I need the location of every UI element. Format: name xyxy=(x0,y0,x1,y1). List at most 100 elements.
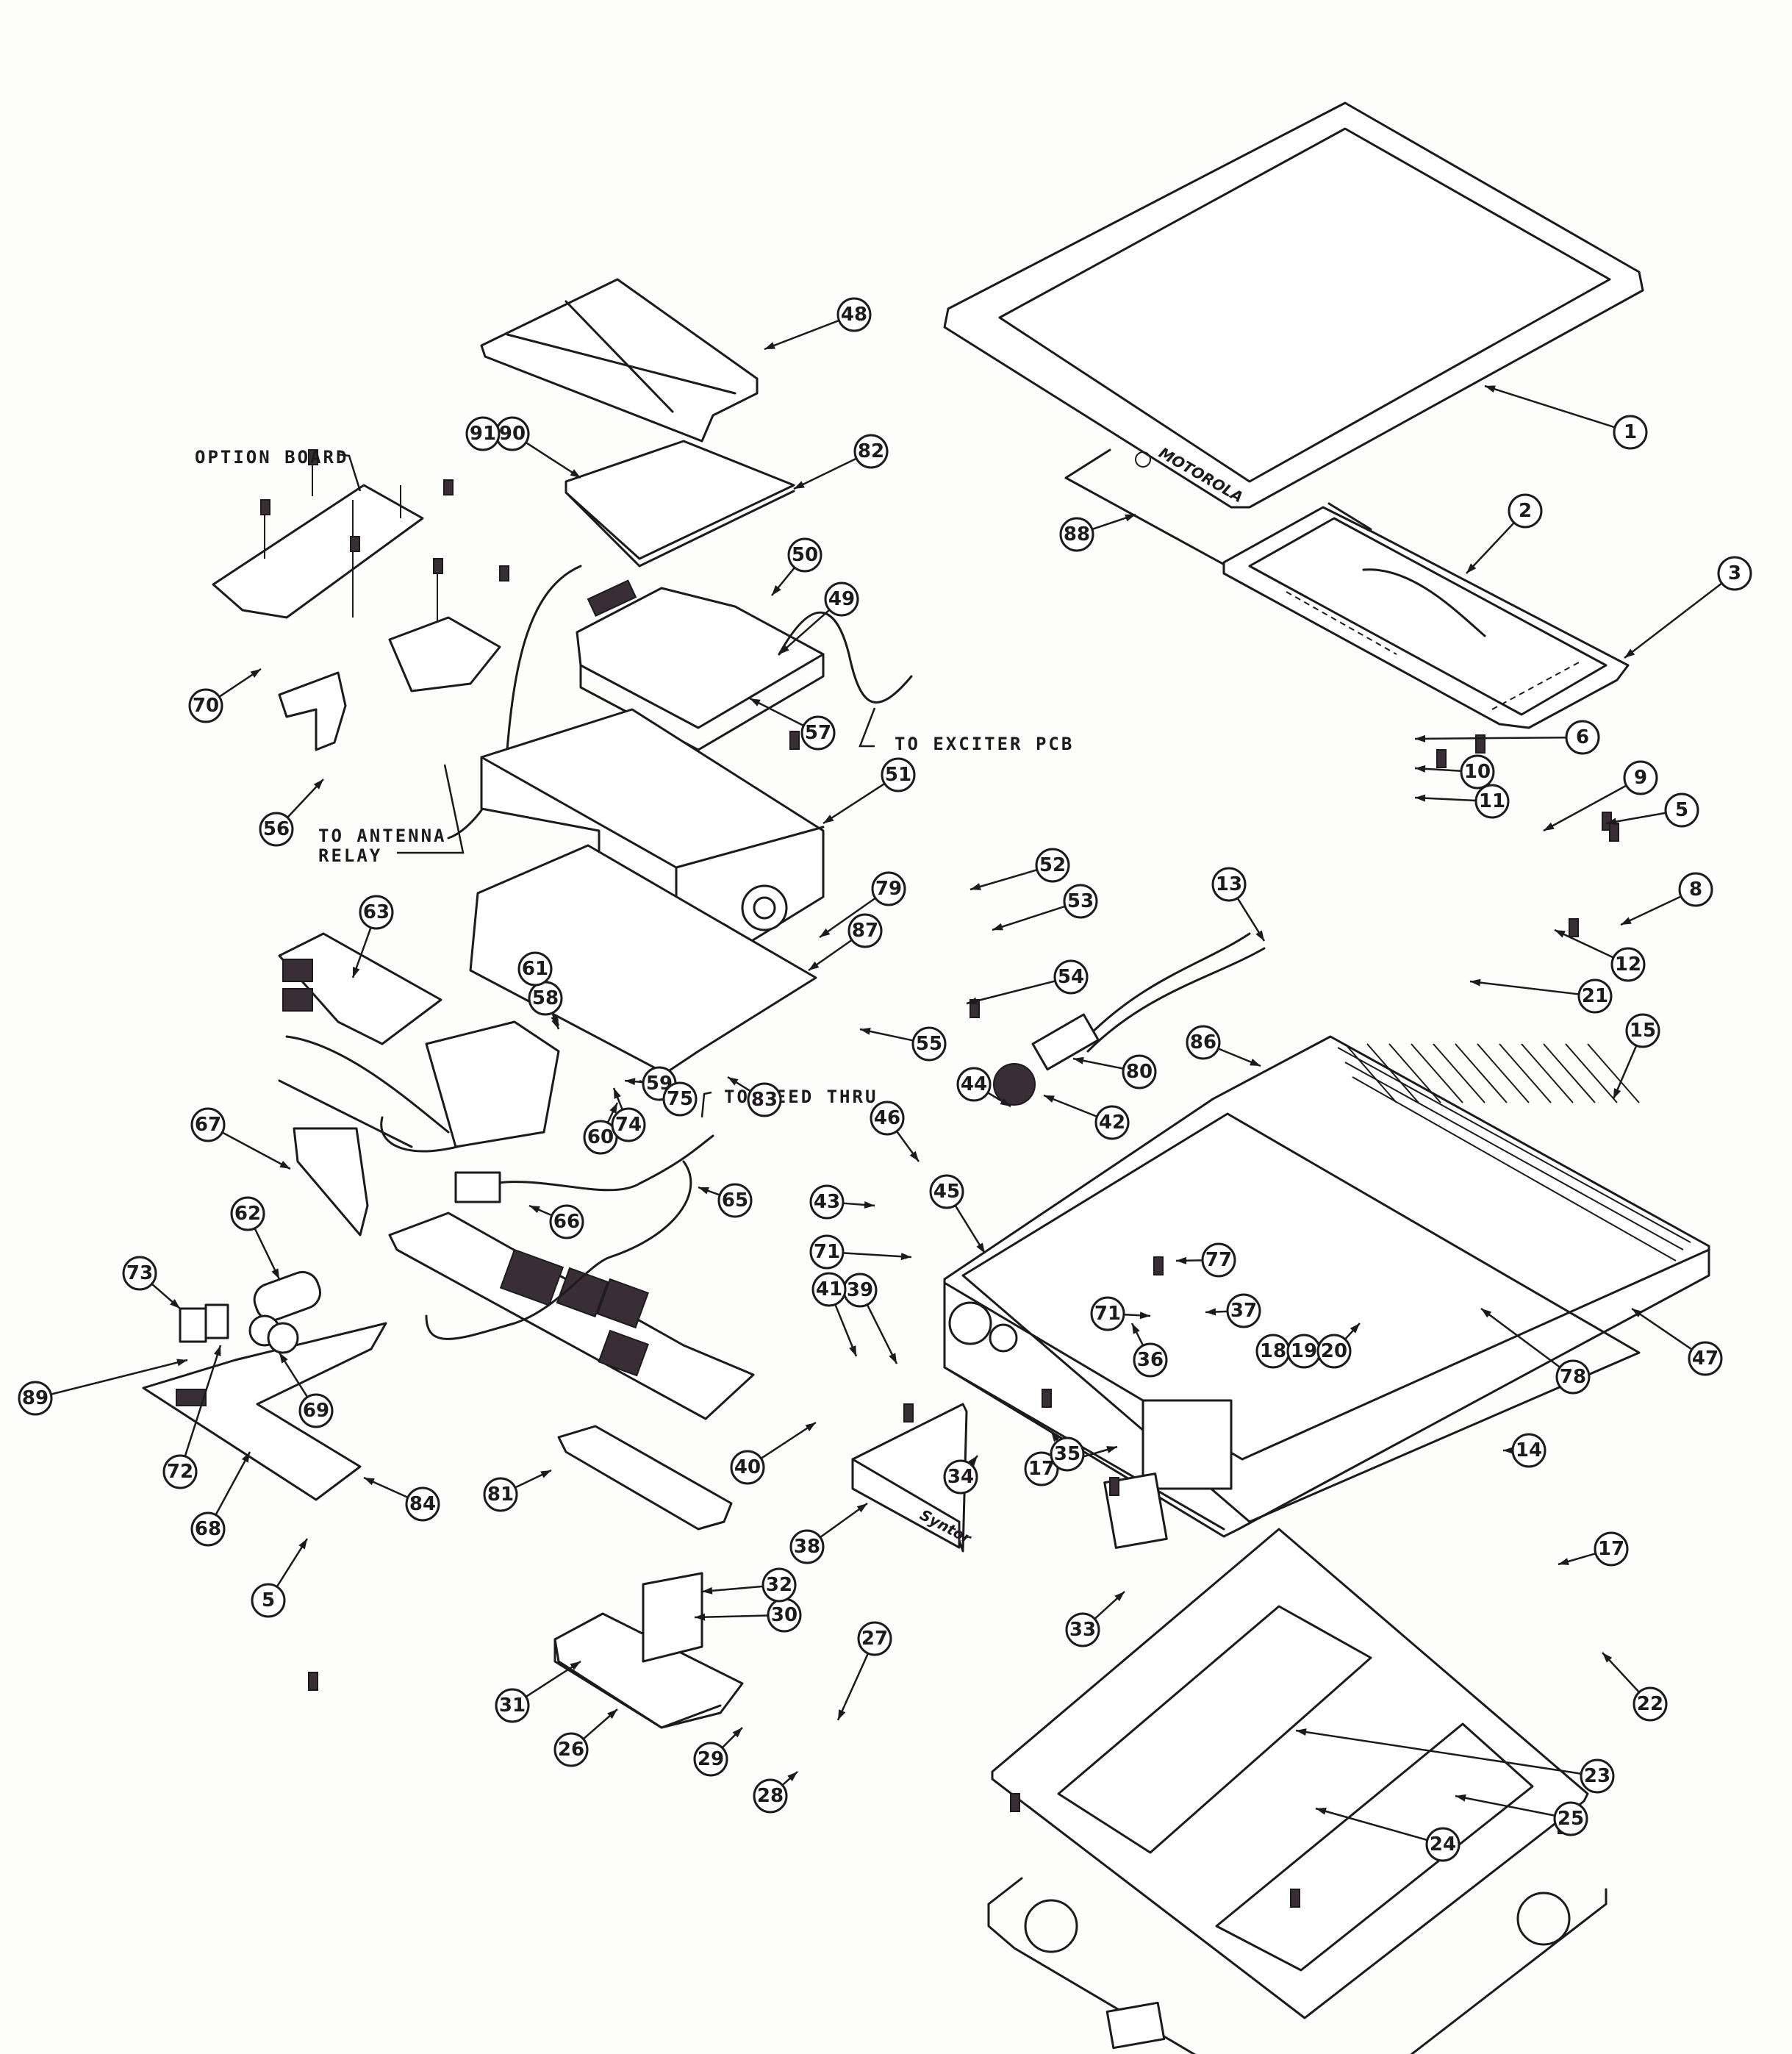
callout-circle xyxy=(230,1196,265,1231)
callout-50: 50 xyxy=(787,537,822,573)
arrowhead-icon xyxy=(540,1470,551,1478)
arrowhead-icon xyxy=(1503,1447,1513,1454)
callout-number: 9 xyxy=(1634,767,1647,789)
arrowhead-icon xyxy=(1624,648,1635,658)
callout-54: 54 xyxy=(1053,959,1089,995)
arrowhead-icon xyxy=(1114,1592,1125,1602)
arrowhead-icon xyxy=(313,779,323,790)
callout-circle xyxy=(1059,517,1094,552)
arrowhead-icon xyxy=(1350,1323,1360,1334)
callout-number: 61 xyxy=(522,958,548,980)
callout-1: 1 xyxy=(1613,415,1648,450)
callout-leader-89 xyxy=(51,1359,188,1395)
callout-number: 30 xyxy=(771,1604,798,1626)
callout-circle xyxy=(1186,1025,1221,1060)
callout-number: 72 xyxy=(167,1461,193,1483)
callout-65: 65 xyxy=(717,1183,753,1218)
arrowhead-icon xyxy=(1544,822,1555,831)
callout-22: 22 xyxy=(1632,1686,1668,1722)
arrowhead-icon xyxy=(1632,1309,1643,1318)
arrowhead-icon xyxy=(967,997,978,1005)
callout-circle xyxy=(1594,1531,1629,1567)
callout-number: 60 xyxy=(587,1126,614,1148)
callout-circle xyxy=(1577,978,1613,1014)
arrowhead-icon xyxy=(1415,734,1426,742)
cable-to-antenna-relay xyxy=(447,565,582,840)
part-shield-cover xyxy=(480,278,759,443)
callout-number: 52 xyxy=(1039,854,1066,876)
callout-number: 12 xyxy=(1615,953,1641,976)
arrowhead-icon xyxy=(250,669,261,678)
callout-circle xyxy=(1316,1334,1352,1369)
arrowhead-icon xyxy=(1621,917,1632,925)
callout-leaders xyxy=(51,319,1723,1842)
callout-number: 86 xyxy=(1190,1031,1216,1053)
callout-91: 91 xyxy=(465,416,501,451)
callout-90: 90 xyxy=(495,416,530,451)
callout-number: 48 xyxy=(841,304,867,326)
callout-number: 35 xyxy=(1054,1443,1080,1465)
callout-circle xyxy=(693,1742,728,1777)
arrowhead-icon xyxy=(176,1359,187,1367)
callout-number: 63 xyxy=(363,901,390,923)
callout-circle xyxy=(747,1082,782,1117)
callout-circle xyxy=(1678,872,1713,907)
callout-circle xyxy=(943,1459,978,1495)
callout-66: 66 xyxy=(549,1204,584,1239)
callout-circle xyxy=(717,1183,753,1218)
arrowhead-icon xyxy=(805,1423,816,1431)
callout-number: 20 xyxy=(1321,1340,1347,1362)
callout-leader-21 xyxy=(1469,980,1580,995)
callout-number: 83 xyxy=(751,1089,778,1111)
callout-86: 86 xyxy=(1186,1025,1221,1060)
arrowhead-icon xyxy=(1176,1256,1187,1264)
callout-circle xyxy=(857,1621,892,1656)
callout-leader-79 xyxy=(819,897,876,939)
arrowhead-icon xyxy=(551,1018,559,1029)
callout-52: 52 xyxy=(1035,848,1070,883)
arrowhead-icon xyxy=(838,1709,846,1720)
arrowhead-icon xyxy=(570,1661,581,1670)
callout-circle xyxy=(824,582,859,617)
callout-number: 5 xyxy=(262,1589,275,1611)
callout-number: 10 xyxy=(1464,761,1491,783)
arrowhead-icon xyxy=(1106,1446,1117,1453)
arrowhead-icon xyxy=(1606,817,1617,826)
arrowhead-icon xyxy=(1205,1308,1216,1316)
callout-number: 74 xyxy=(615,1114,642,1136)
callout-21: 21 xyxy=(1577,978,1613,1014)
callout-circle xyxy=(1580,1758,1615,1794)
arrowhead-icon xyxy=(794,481,805,489)
arrowhead-icon xyxy=(279,1353,288,1364)
callout-number: 43 xyxy=(814,1191,840,1213)
callout-71: 71 xyxy=(1090,1296,1125,1331)
arrowhead-icon xyxy=(1470,978,1481,987)
callout-leader-49 xyxy=(778,609,831,655)
callout-circle xyxy=(483,1477,518,1512)
callout-number: 18 xyxy=(1260,1340,1286,1362)
callout-circle xyxy=(1090,1296,1125,1331)
callout-82: 82 xyxy=(853,434,889,469)
arrowhead-icon xyxy=(1296,1728,1307,1736)
callout-number: 11 xyxy=(1479,790,1505,812)
arrowhead-icon xyxy=(1255,930,1264,941)
arrowhead-icon xyxy=(298,1539,307,1550)
callout-circle xyxy=(870,1101,905,1136)
callout-number: 31 xyxy=(499,1695,526,1717)
arrowhead-icon xyxy=(170,1299,180,1309)
arrowhead-icon xyxy=(889,1353,897,1364)
callout-number: 41 xyxy=(816,1278,842,1300)
callout-47: 47 xyxy=(1688,1341,1723,1376)
callout-circle xyxy=(1553,1801,1588,1836)
arrowhead-icon xyxy=(772,584,781,595)
callout-19: 19 xyxy=(1286,1334,1322,1369)
callout-circle xyxy=(1610,947,1646,982)
callout-12: 12 xyxy=(1610,947,1646,982)
callout-number: 29 xyxy=(698,1748,724,1770)
callout-24: 24 xyxy=(1425,1827,1461,1862)
callout-62: 62 xyxy=(230,1196,265,1231)
callout-leader-48 xyxy=(764,319,839,351)
arrowhead-icon xyxy=(732,1728,742,1738)
callout-81: 81 xyxy=(483,1477,518,1512)
callout-circle xyxy=(1717,556,1752,591)
